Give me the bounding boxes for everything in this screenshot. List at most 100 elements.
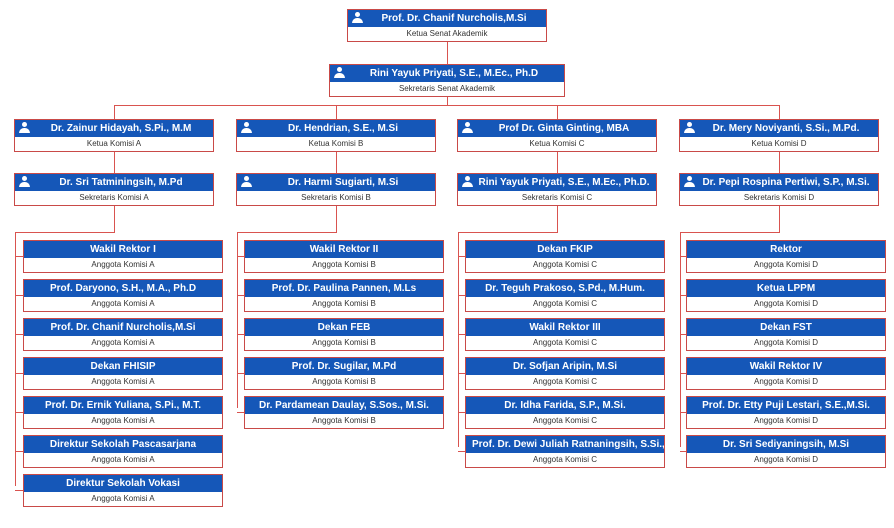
connector-line (114, 205, 115, 233)
person-name: Direktur Sekolah Vokasi (66, 478, 180, 489)
member-node[interactable]: Prof. Dr. Dewi Juliah Ratnaningsih, S.Si… (465, 435, 665, 468)
member-node[interactable]: Dekan FST Anggota Komisi D (686, 318, 886, 351)
position-title: Ketua Senat Akademik (406, 29, 488, 38)
position-title: Anggota Komisi A (91, 494, 155, 503)
person-name: Dr. Sri Sediyaningsih, M.Si (722, 439, 850, 450)
connector-line (15, 373, 23, 374)
member-node[interactable]: Dr. Teguh Prakoso, S.Pd., M.Hum.Anggota … (465, 279, 665, 312)
connector-line (237, 295, 244, 296)
person-icon (352, 12, 363, 24)
node-header: Dr. Sri Tatminingsih, M.Pd (15, 174, 213, 191)
person-name: Wakil Rektor I (90, 244, 156, 255)
person-name: Prof. Dr. Ernik Yuliana, S.Pi., M.T. (45, 400, 201, 411)
node-header: Dekan FEB (245, 319, 443, 336)
person-name: Wakil Rektor II (309, 244, 379, 255)
connector-line (15, 232, 16, 486)
node-header: Dr. Pepi Rospina Pertiwi, S.P., M.Si. (680, 174, 878, 191)
position-title: Anggota Komisi D (753, 416, 819, 425)
person-name: Dr. Pepi Rospina Pertiwi, S.P., M.Si. (702, 177, 870, 188)
node-header: Prof. Dr. Ernik Yuliana, S.Pi., M.T. (24, 397, 222, 414)
person-name: Dr. Sofjan Aripin, M.Si (512, 361, 618, 372)
connector-line (237, 232, 238, 408)
person-icon (19, 122, 30, 134)
node-header: Dekan FST (687, 319, 885, 336)
person-name: Dr. Sri Tatminingsih, M.Pd (59, 177, 183, 188)
node-header: Wakil Rektor IV (687, 358, 885, 375)
node-header: Ketua LPPM (687, 280, 885, 297)
person-name: Dekan FKIP (537, 244, 593, 255)
person-name: Prof. Dr. Sugilar, M.Pd (291, 361, 397, 372)
node-header: Prof. Dr. Chanif Nurcholis,M.Si (348, 10, 546, 27)
position-title: Anggota Komisi A (91, 377, 155, 386)
position-title: Anggota Komisi B (312, 260, 376, 269)
person-name: Dr. Teguh Prakoso, S.Pd., M.Hum. (485, 283, 645, 294)
connector-line (336, 105, 337, 119)
connector-line (680, 451, 686, 452)
commission-secretary-node[interactable]: Dr. Pepi Rospina Pertiwi, S.P., M.Si.Sek… (679, 173, 879, 206)
position-title: Anggota Komisi A (91, 299, 155, 308)
position-title: Ketua Komisi B (308, 139, 364, 148)
person-name: Wakil Rektor III (529, 322, 601, 333)
member-node[interactable]: Dr. Idha Farida, S.P., M.Si.Anggota Komi… (465, 396, 665, 429)
person-name: Rini Yayuk Priyati, S.E., M.Ec., Ph.D. (478, 177, 650, 188)
person-name: Dr. Hendrian, S.E., M.Si (287, 123, 399, 134)
commission-chair-node[interactable]: Dr. Mery Noviyanti, S.Si., M.Pd. Ketua Ko… (679, 119, 879, 152)
node-header: Dr. Hendrian, S.E., M.Si (237, 120, 435, 137)
connector-line (237, 373, 244, 374)
position-title: Anggota Komisi A (91, 416, 155, 425)
connector-line (114, 151, 115, 173)
node-header: Rini Yayuk Priyati, S.E., M.Ec., Ph.D. (458, 174, 656, 191)
connector-line (458, 412, 465, 413)
person-name: Dr. Mery Noviyanti, S.Si., M.Pd. (712, 123, 860, 134)
node-header: Dr. Sofjan Aripin, M.Si (466, 358, 664, 375)
member-node[interactable]: Dr. Pardamean Daulay, S.Sos., M.Si.Anggo… (244, 396, 444, 429)
position-title: Anggota Komisi C (532, 416, 598, 425)
node-header: Rektor (687, 241, 885, 258)
connector-line (15, 412, 23, 413)
commission-secretary-node[interactable]: Rini Yayuk Priyati, S.E., M.Ec., Ph.D.Se… (457, 173, 657, 206)
member-node[interactable]: Prof. Dr. Etty Puji Lestari, S.E.,M.Si.A… (686, 396, 886, 429)
person-name: Dekan FEB (317, 322, 371, 333)
connector-line (458, 256, 465, 257)
person-name: Ketua LPPM (756, 283, 816, 294)
node-header: Direktur Sekolah Pascasarjana (24, 436, 222, 453)
connector-line (336, 205, 337, 233)
connector-line (15, 232, 115, 233)
connector-line (447, 96, 448, 106)
connector-line (458, 373, 465, 374)
position-title: Ketua Komisi D (751, 139, 807, 148)
node-header: Dr. Mery Noviyanti, S.Si., M.Pd. (680, 120, 878, 137)
person-icon (684, 122, 695, 134)
position-title: Anggota Komisi D (753, 338, 819, 347)
person-name: Direktur Sekolah Pascasarjana (49, 439, 197, 450)
person-name: Rektor (770, 244, 802, 255)
member-node[interactable]: Prof. Dr. Ernik Yuliana, S.Pi., M.T. Angg… (23, 396, 223, 429)
node-header: Dr. Teguh Prakoso, S.Pd., M.Hum. (466, 280, 664, 297)
connector-line (680, 232, 681, 447)
member-node[interactable]: Wakil Rektor II Anggota Komisi B (244, 240, 444, 273)
position-title: Sekretaris Komisi B (301, 193, 371, 202)
